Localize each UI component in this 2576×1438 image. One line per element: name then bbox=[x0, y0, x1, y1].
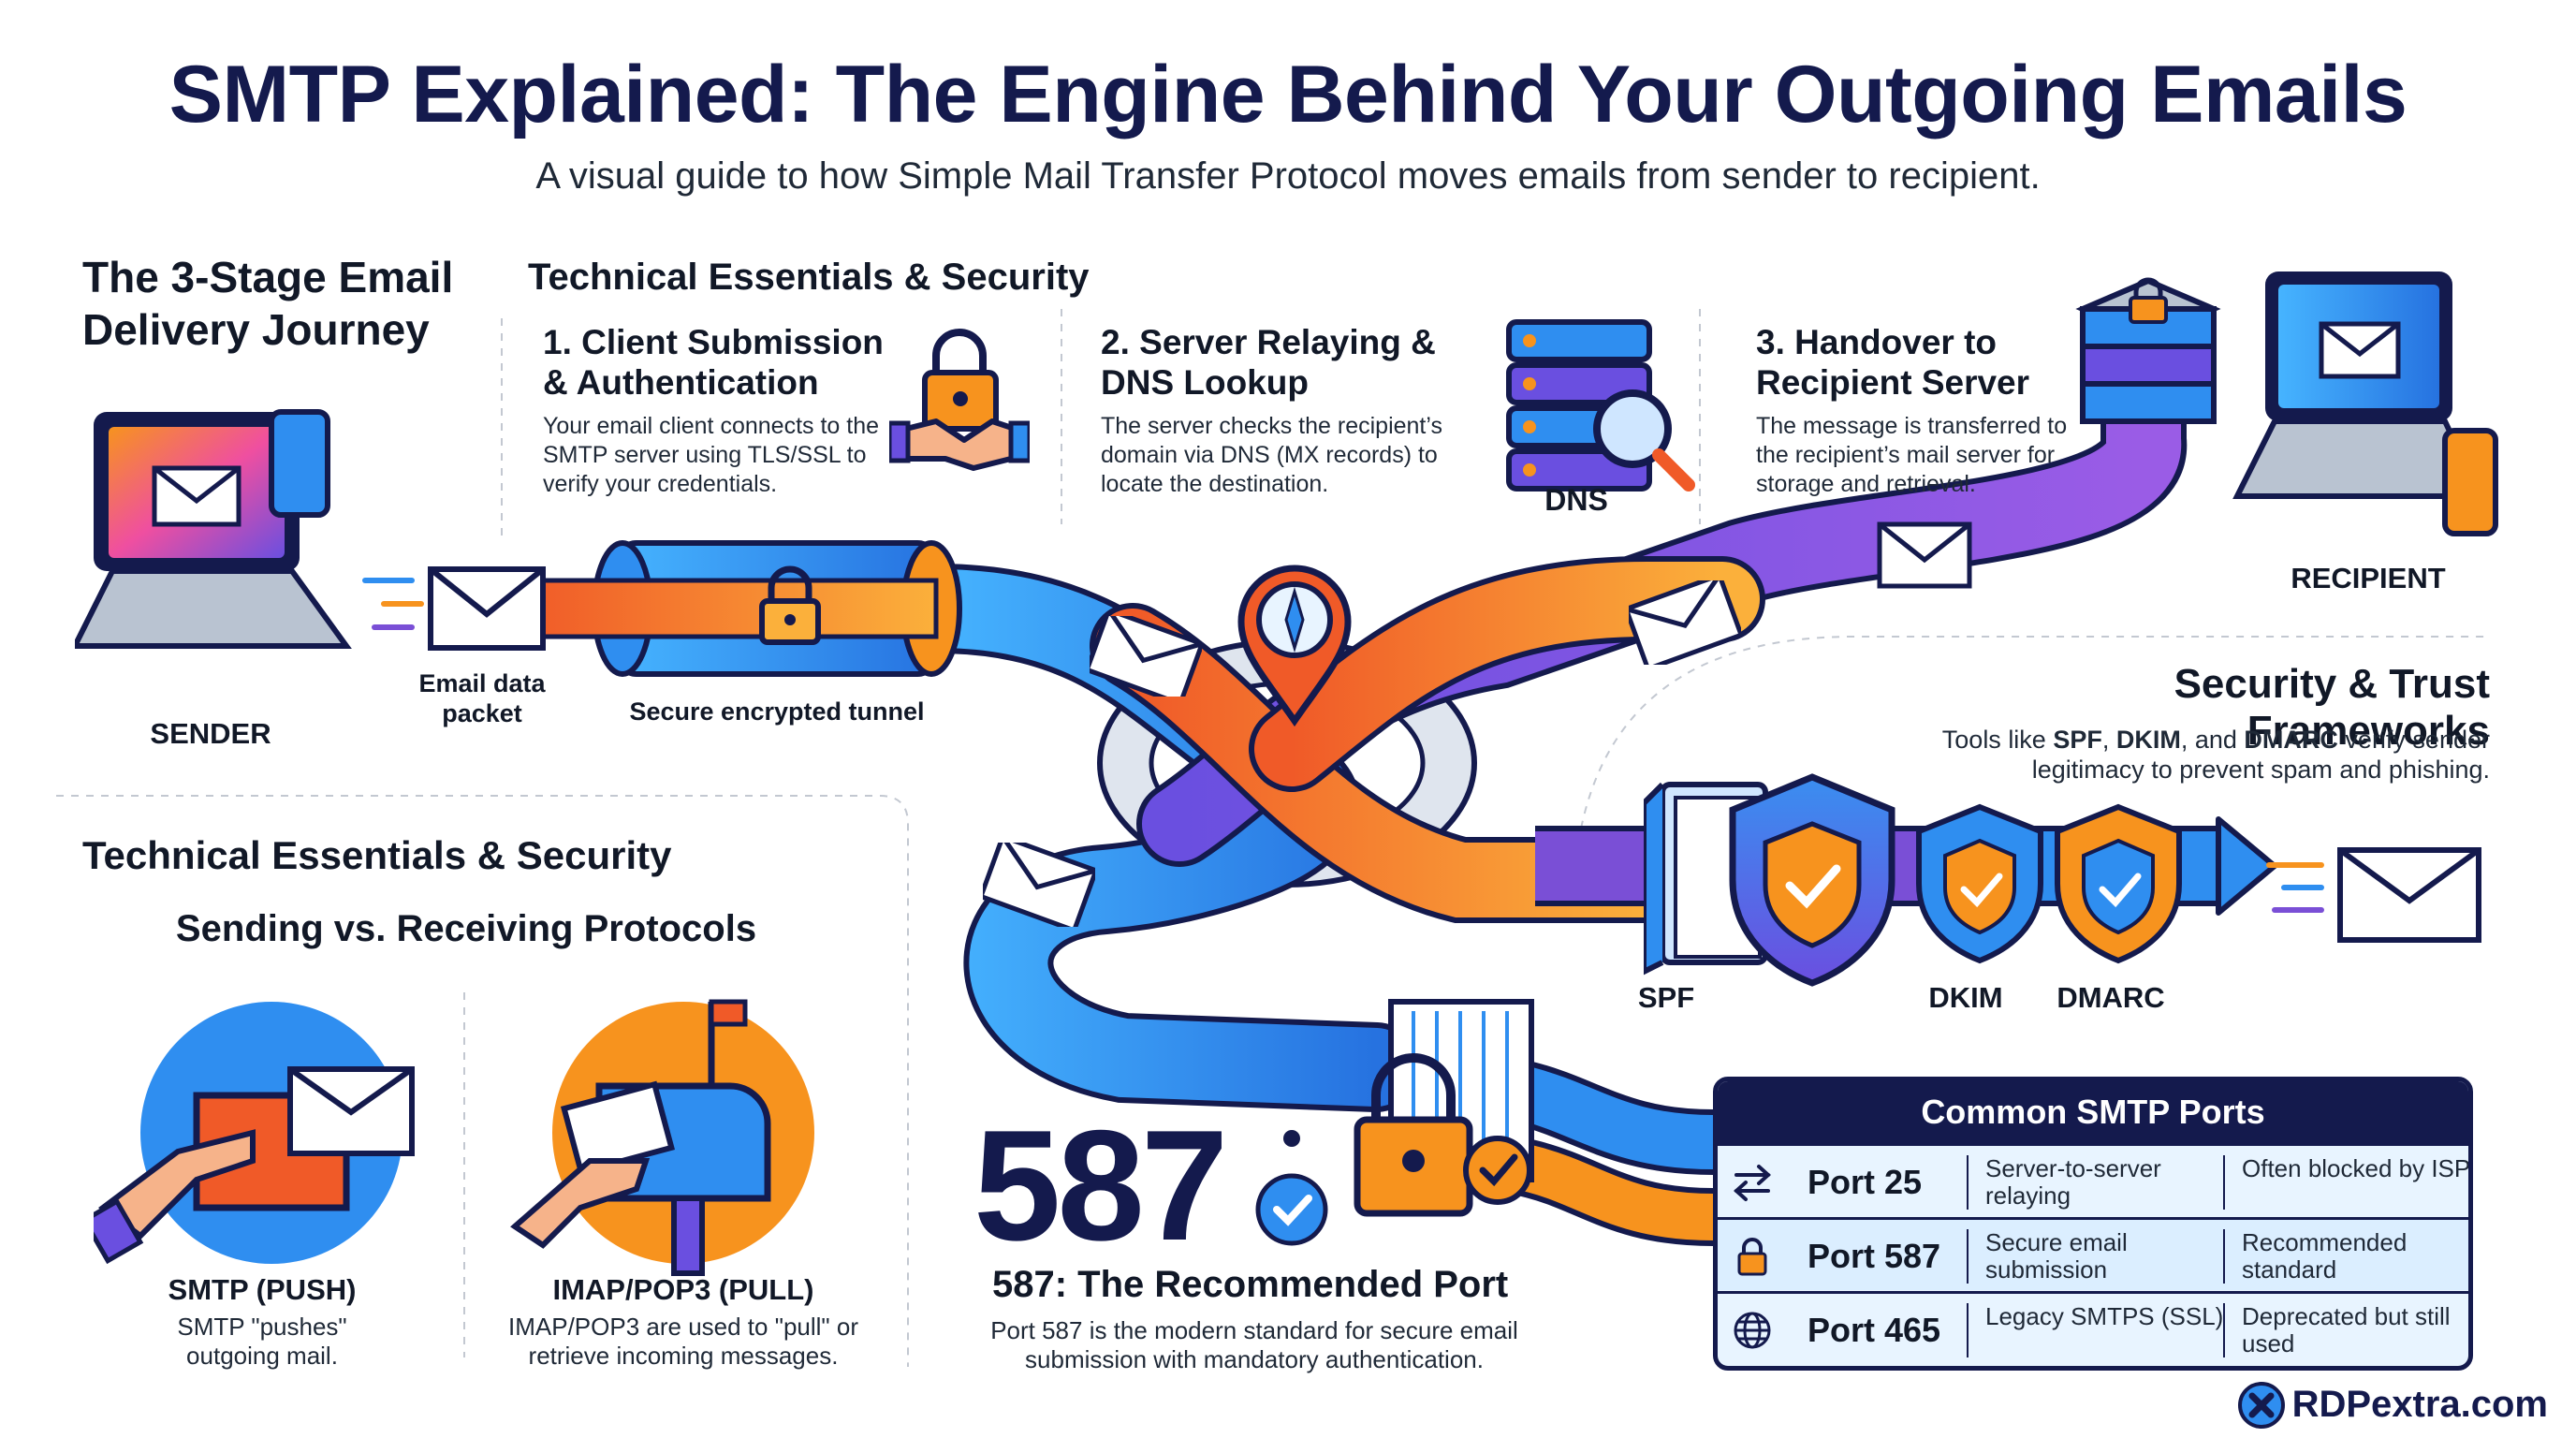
envelope-icon bbox=[1629, 580, 1741, 665]
dns-server-icon bbox=[1506, 319, 1695, 492]
gate-lock-icon bbox=[1354, 999, 1534, 1217]
protocols-heading: Technical Essentials & Security bbox=[82, 833, 672, 877]
port-note: Often blocked by ISPs bbox=[2242, 1154, 2473, 1182]
page-subtitle: A visual guide to how Simple Mail Transf… bbox=[535, 155, 2041, 197]
technical-heading: Technical Essentials & Security bbox=[528, 257, 1090, 298]
dns-label: DNS bbox=[1544, 483, 1608, 517]
smtp-push-title: SMTP (PUSH) bbox=[168, 1273, 357, 1306]
server-stack-icon bbox=[2075, 277, 2221, 424]
port-note: Recommended standard bbox=[2242, 1228, 2408, 1284]
lock-icon bbox=[1737, 1238, 1767, 1276]
compass-pin-icon bbox=[1237, 565, 1352, 727]
envelope-icon bbox=[983, 843, 1095, 927]
tunnel-label: Secure encrypted tunnel bbox=[629, 697, 925, 726]
laptop-icon bbox=[75, 409, 352, 649]
step-3-desc: The message is transferred to the recipi… bbox=[1756, 413, 2068, 497]
port-587-number: 587 bbox=[973, 1097, 1228, 1273]
step-2-desc: The server checks the recipient’s domain… bbox=[1101, 413, 1442, 497]
port-desc: Secure email submission bbox=[1985, 1228, 2128, 1284]
smtp-push-desc: SMTP "pushes" outgoing mail. bbox=[177, 1313, 347, 1370]
step-2-title: 2. Server Relaying & DNS Lookup bbox=[1101, 323, 1436, 402]
mailbox-pull-icon bbox=[510, 999, 814, 1276]
journey-heading: The 3-Stage Email Delivery Journey bbox=[82, 253, 454, 354]
step-3-title: 3. Handover to Recipient Server bbox=[1756, 323, 2030, 402]
dmarc-label: DMARC bbox=[2056, 981, 2165, 1014]
security-desc-sep1: , bbox=[2101, 726, 2116, 754]
recommended-desc: Port 587 is the modern standard for secu… bbox=[990, 1316, 1518, 1373]
page-title: SMTP Explained: The Engine Behind Your O… bbox=[168, 50, 2408, 139]
table-row: Port 465 Legacy SMTPS (SSL) Deprecated b… bbox=[1718, 1291, 2468, 1364]
packet-label: Email data packet bbox=[418, 669, 546, 727]
security-desc-dmarc: DMARC bbox=[2244, 726, 2338, 754]
swap-arrows-icon bbox=[1734, 1165, 1771, 1201]
sender-label: SENDER bbox=[150, 717, 271, 750]
security-desc-spf: SPF bbox=[2053, 726, 2102, 754]
security-desc-sep2: , and bbox=[2180, 726, 2245, 754]
globe-icon bbox=[1734, 1312, 1771, 1349]
security-desc-suffix: verify sender legitimacy to prevent spam… bbox=[2031, 726, 2490, 784]
spf-label: SPF bbox=[1637, 981, 1695, 1014]
shield-check-icon bbox=[2055, 803, 2182, 964]
port-desc: Server-to-server relaying bbox=[1985, 1154, 2161, 1210]
recipient-label: RECIPIENT bbox=[2291, 562, 2446, 594]
step-1-desc: Your email client connects to the SMTP s… bbox=[543, 413, 880, 497]
security-desc-prefix: Tools like bbox=[1941, 726, 2054, 754]
port-name: Port 587 bbox=[1808, 1237, 1941, 1275]
brand-link[interactable]: RDPextra.com bbox=[2237, 1382, 2548, 1429]
mailbox-push-icon bbox=[94, 1002, 415, 1265]
port-desc: Legacy SMTPS (SSL) bbox=[1985, 1302, 2224, 1330]
envelope-icon bbox=[2266, 847, 2481, 943]
shield-check-icon bbox=[1916, 803, 2043, 964]
envelope-icon bbox=[1090, 616, 1202, 697]
recipient-laptop-icon bbox=[2232, 271, 2498, 536]
envelope-icon bbox=[1877, 521, 1972, 589]
security-desc: Tools like SPF, DKIM, and DMARC verify s… bbox=[1928, 725, 2490, 785]
ports-table-header: Common SMTP Ports bbox=[1718, 1081, 2468, 1143]
recommended-title: 587: The Recommended Port bbox=[992, 1264, 1509, 1305]
brand-logo-icon bbox=[2237, 1382, 2285, 1429]
step-1-title: 1. Client Submission & Authentication bbox=[543, 323, 884, 402]
handshake-lock-icon bbox=[889, 329, 1030, 471]
imap-pull-desc: IMAP/POP3 are used to "pull" or retrieve… bbox=[508, 1313, 858, 1370]
table-row: Port 587 Secure email submission Recomme… bbox=[1718, 1217, 2468, 1290]
table-row: Port 25 Server-to-server relaying Often … bbox=[1718, 1143, 2468, 1216]
port-name: Port 465 bbox=[1808, 1311, 1941, 1349]
security-heading: Security & Trust Frameworks bbox=[2174, 661, 2490, 754]
imap-pull-title: IMAP/POP3 (PULL) bbox=[552, 1273, 814, 1306]
port-note: Deprecated but still used bbox=[2242, 1302, 2451, 1357]
security-desc-dkim: DKIM bbox=[2115, 726, 2181, 754]
dkim-label: DKIM bbox=[1928, 981, 2003, 1014]
shield-check-icon bbox=[1729, 773, 1895, 987]
envelope-icon bbox=[428, 566, 546, 651]
check-circle-icon bbox=[1255, 1130, 1328, 1246]
port-name: Port 25 bbox=[1808, 1163, 1923, 1201]
protocols-subheading: Sending vs. Receiving Protocols bbox=[175, 908, 757, 949]
lock-icon bbox=[759, 565, 821, 645]
brand-text: RDPextra.com bbox=[2291, 1384, 2548, 1425]
ports-table: Common SMTP Ports Port 25 Server-to-serv… bbox=[1713, 1077, 2473, 1371]
